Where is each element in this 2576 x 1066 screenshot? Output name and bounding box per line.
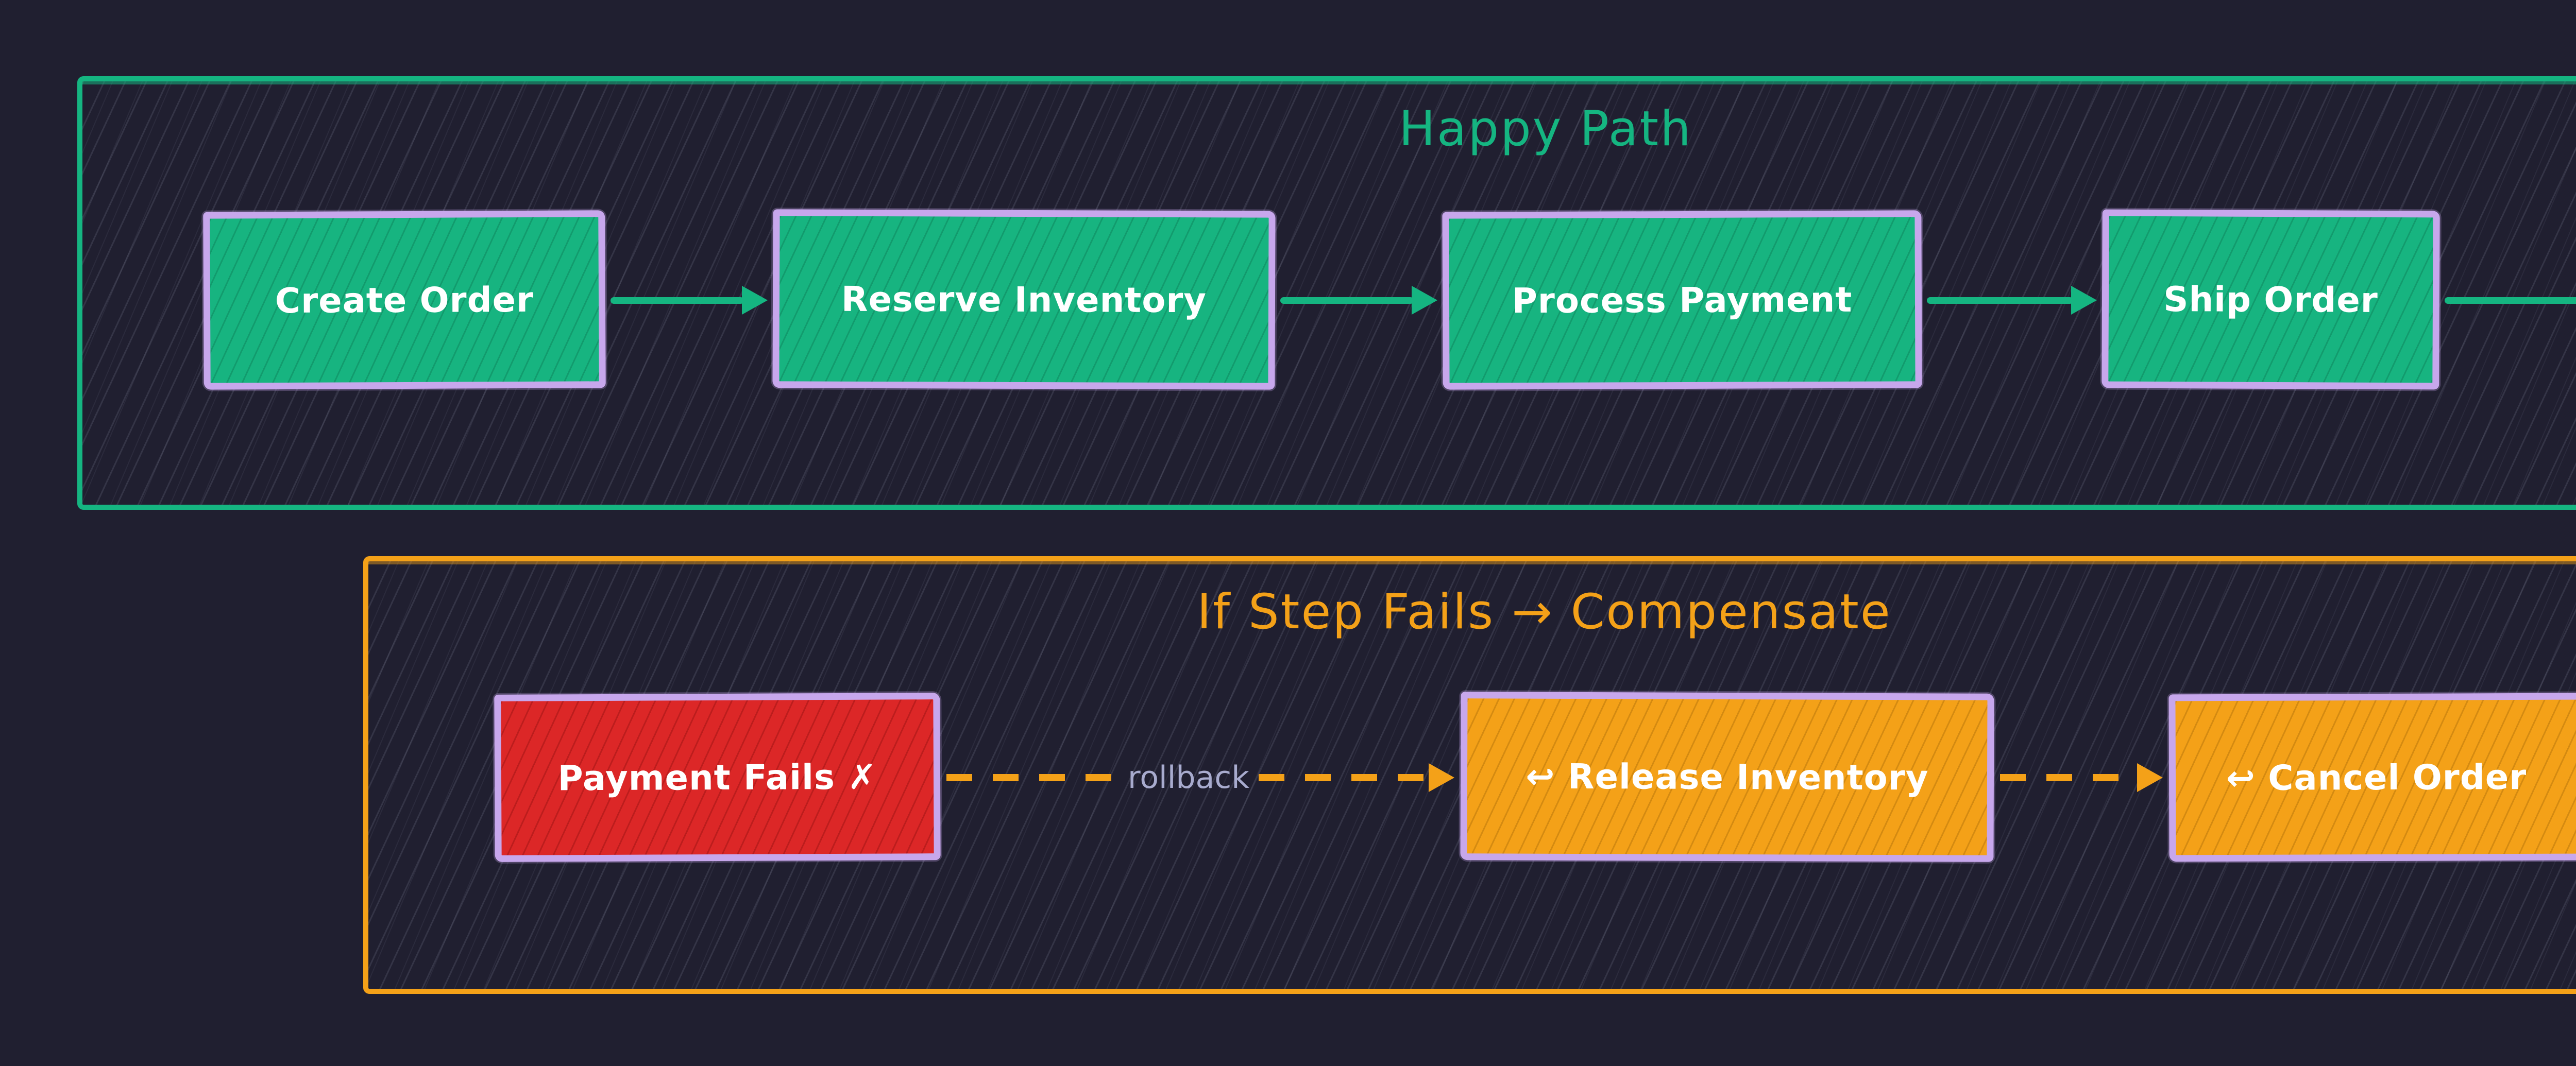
arrowhead-icon	[1429, 763, 1454, 792]
arrowhead-icon	[1412, 286, 1437, 315]
rollback-label: rollback	[1128, 760, 1249, 796]
node-label: Process Payment	[1512, 279, 1853, 321]
arrowhead-icon	[2071, 286, 2097, 315]
flow-arrow	[1280, 284, 1437, 316]
compensation-frame: If Step Fails → Compensate Payment Fails…	[363, 556, 2576, 994]
node-label: Create Order	[275, 279, 534, 321]
happy-path-frame: Happy Path Create Order Reserve Inventor…	[77, 76, 2576, 510]
node-cancel-order: ↩ Cancel Order	[2168, 693, 2576, 862]
node-label: ↩ Release Inventory	[1526, 756, 1929, 798]
compensate-arrow	[2000, 762, 2163, 794]
node-create-order: Create Order	[203, 210, 606, 390]
flow-arrow	[1927, 284, 2097, 316]
node-reserve-inventory: Reserve Inventory	[772, 209, 1276, 390]
node-process-payment: Process Payment	[1442, 210, 1922, 390]
dashed-line	[946, 774, 1118, 781]
arrow-line	[611, 297, 744, 304]
node-label: Payment Fails ✗	[557, 756, 877, 798]
arrow-line	[1280, 297, 1414, 304]
arrowhead-icon	[2137, 763, 2163, 792]
node-label: Reserve Inventory	[841, 279, 1207, 320]
compensation-title: If Step Fails → Compensate	[1197, 584, 1892, 640]
arrow-line	[1927, 297, 2073, 304]
arrowhead-icon	[742, 286, 768, 315]
dashed-line	[2000, 774, 2139, 781]
node-release-inventory: ↩ Release Inventory	[1460, 692, 1994, 862]
flow-arrow	[2445, 284, 2576, 316]
node-label: ↩ Cancel Order	[2226, 756, 2527, 798]
happy-path-title: Happy Path	[1399, 101, 1692, 157]
flow-arrow	[611, 284, 768, 316]
node-ship-order: Ship Order	[2102, 209, 2440, 390]
node-payment-fails: Payment Fails ✗	[494, 693, 941, 862]
dashed-line	[1259, 774, 1431, 781]
node-label: Ship Order	[2163, 279, 2378, 320]
rollback-arrow: rollback	[946, 760, 1454, 796]
arrow-line	[2445, 297, 2576, 304]
